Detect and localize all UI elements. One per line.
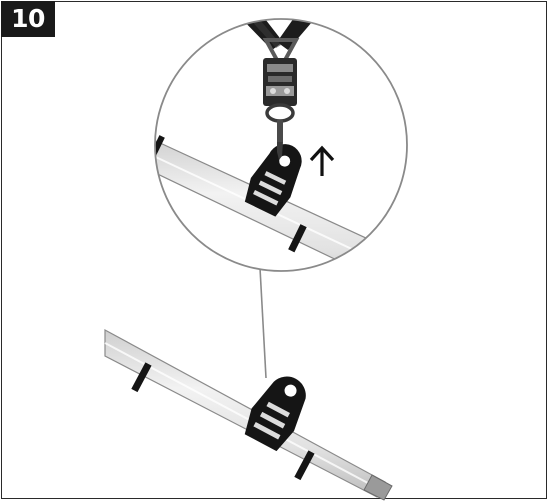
tube-lower [104,328,393,501]
callout-line [259,267,267,379]
tube-band [294,450,315,481]
strap-clip-icon [244,376,306,452]
tube-band [131,362,152,393]
arrow-up-icon [309,145,335,176]
step-number-badge: 10 [1,1,55,37]
carabiner-hook-icon [262,38,300,160]
zoom-detail [155,19,407,271]
zoom-circle [154,18,408,272]
